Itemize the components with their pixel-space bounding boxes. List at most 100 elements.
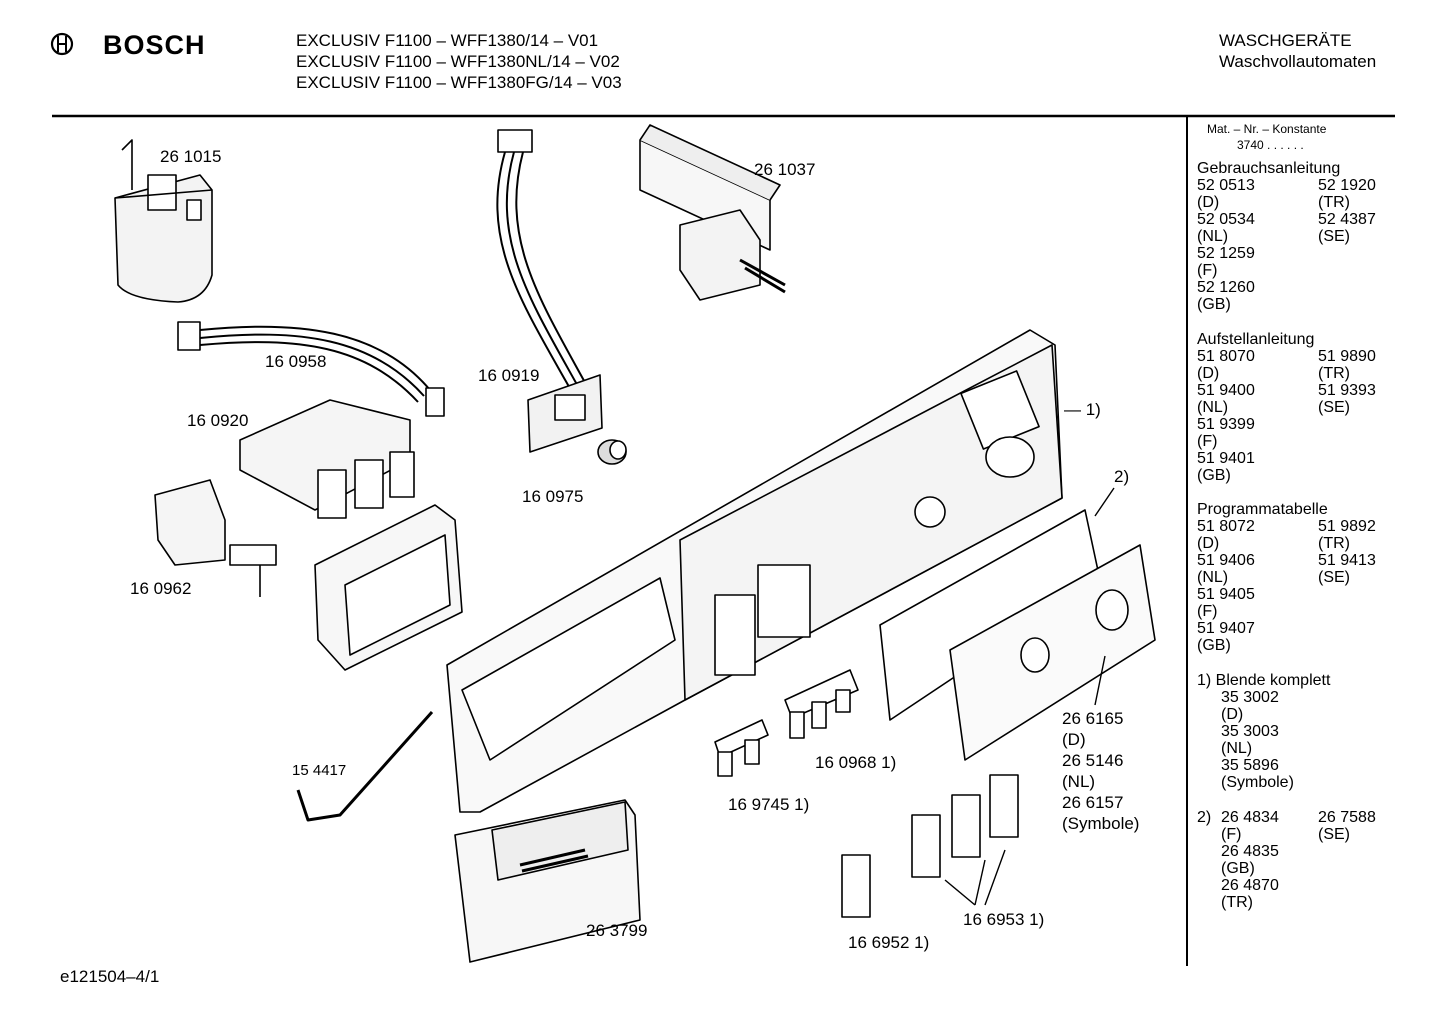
part-label: 26 3799 [586, 921, 648, 940]
note2-cell: (F) [1221, 826, 1242, 843]
doc-lang: (SE) [1318, 228, 1350, 245]
note1-title: 1) Blende komplett [1197, 672, 1331, 689]
part-label: 16 6953 1) [963, 910, 1045, 929]
model-line-3: EXCLUSIV F1100 – WFF1380FG/14 – V03 [296, 73, 622, 92]
doc-number: 52 4387 [1318, 211, 1376, 228]
doc-number: 52 0513 [1197, 177, 1255, 194]
note2-cell: (GB) [1221, 860, 1255, 877]
bosch-logo-icon [50, 32, 74, 56]
doc-number: 51 8072 [1197, 518, 1255, 535]
part-label: 26 1015 [160, 147, 222, 166]
part-label: 16 6952 1) [848, 933, 930, 952]
note1-line: 35 3003 [1221, 723, 1279, 740]
doc-number: 52 0534 [1197, 211, 1255, 228]
doc-number: 51 9393 [1318, 382, 1376, 399]
note2-cell: (TR) [1221, 894, 1253, 911]
part-label: 26 5146 [1062, 751, 1124, 770]
note2-cell: 26 7588 [1318, 809, 1376, 826]
doc-number: 51 9400 [1197, 382, 1255, 399]
part-button-frame [314, 504, 463, 671]
note1-line: (NL) [1221, 740, 1253, 757]
note2-cell: 26 4835 [1221, 843, 1279, 860]
doc-lang: (D) [1197, 365, 1220, 382]
doc-number: 52 1920 [1318, 177, 1376, 194]
category-title: WASCHGERÄTE [1219, 31, 1352, 50]
doc-lang: (D) [1197, 535, 1220, 552]
note2-cell: 26 4870 [1221, 877, 1279, 894]
part-label: 16 0919 [478, 366, 540, 385]
note1-line: 35 5896 [1221, 757, 1279, 774]
doc-number: 51 9890 [1318, 348, 1376, 365]
note2-num: 2) [1197, 809, 1212, 826]
part-label: (D) [1062, 730, 1086, 749]
doc-lang: (F) [1197, 433, 1218, 450]
part-label: 15 4417 [292, 762, 347, 779]
part-filter-box [114, 139, 213, 303]
doc-lang: (NL) [1197, 228, 1229, 245]
doc-lang: (TR) [1318, 535, 1350, 552]
part-cover-plate [949, 544, 1156, 761]
note1-line: (D) [1221, 706, 1244, 723]
part-label: 16 0958 [265, 352, 327, 371]
part-switch-block [239, 399, 415, 519]
doc-number: 51 9401 [1197, 450, 1255, 467]
doc-number: 51 8070 [1197, 348, 1255, 365]
doc-lang: (GB) [1197, 296, 1231, 313]
doc-lang: (D) [1197, 194, 1220, 211]
part-label: 16 0920 [187, 411, 249, 430]
doc-lang: (SE) [1318, 569, 1350, 586]
doc-lang: (NL) [1197, 569, 1229, 586]
part-label: 16 0962 [130, 579, 192, 598]
section-title: Aufstellanleitung [1197, 331, 1315, 348]
mat-value: 3740 . . . . . . [1237, 138, 1304, 152]
doc-lang: (GB) [1197, 467, 1231, 484]
part-knob-0975 [597, 439, 627, 465]
part-label: 2) [1114, 467, 1130, 486]
mat-header: Mat. – Nr. – Konstante [1207, 122, 1327, 136]
part-label: 16 0968 1) [815, 753, 897, 772]
part-label: 26 6165 [1062, 709, 1124, 728]
part-label: 16 9745 1) [728, 795, 810, 814]
note1-line: (Symbole) [1221, 774, 1294, 791]
part-button-6953 [911, 774, 1019, 906]
part-label: (NL) [1062, 772, 1096, 791]
model-line-2: EXCLUSIV F1100 – WFF1380NL/14 – V02 [296, 52, 620, 71]
part-label: — 1) [1064, 400, 1101, 419]
model-line-1: EXCLUSIV F1100 – WFF1380/14 – V01 [296, 31, 599, 50]
part-rod [296, 711, 434, 822]
part-label: 26 6157 [1062, 793, 1124, 812]
doc-lang: (F) [1197, 603, 1218, 620]
doc-number: 51 9407 [1197, 620, 1255, 637]
doc-lang: (TR) [1318, 365, 1350, 382]
part-main-panel [446, 329, 1063, 813]
section-title: Programmatabelle [1197, 501, 1328, 518]
doc-lang: (F) [1197, 262, 1218, 279]
part-label: 16 0975 [522, 487, 584, 506]
part-control-board [639, 124, 786, 301]
note2-cell: 26 4834 [1221, 809, 1279, 826]
subcategory-title: Waschvollautomaten [1219, 52, 1377, 71]
part-holder-0962 [154, 479, 277, 597]
doc-number: 51 9405 [1197, 586, 1255, 603]
brand-name: BOSCH [103, 30, 206, 60]
doc-number: 52 1260 [1197, 279, 1255, 296]
doc-number: 51 9406 [1197, 552, 1255, 569]
part-clip-0968 [784, 669, 859, 739]
doc-lang: (GB) [1197, 637, 1231, 654]
part-drawer-handle [454, 799, 641, 963]
footer-code: e121504–4/1 [60, 967, 160, 986]
doc-number: 51 9413 [1318, 552, 1376, 569]
section-title: Gebrauchsanleitung [1197, 160, 1341, 177]
doc-lang: (TR) [1318, 194, 1350, 211]
part-label: 26 1037 [754, 160, 816, 179]
note1-line: 35 3002 [1221, 689, 1279, 706]
part-harness-0919 [496, 129, 603, 453]
part-clip-9745 [714, 719, 769, 777]
doc-number: 51 9399 [1197, 416, 1255, 433]
doc-number: 51 9892 [1318, 518, 1376, 535]
doc-number: 52 1259 [1197, 245, 1255, 262]
note2-cell: (SE) [1318, 826, 1350, 843]
part-label: (Symbole) [1062, 814, 1140, 833]
part-button-6952 [841, 854, 871, 918]
